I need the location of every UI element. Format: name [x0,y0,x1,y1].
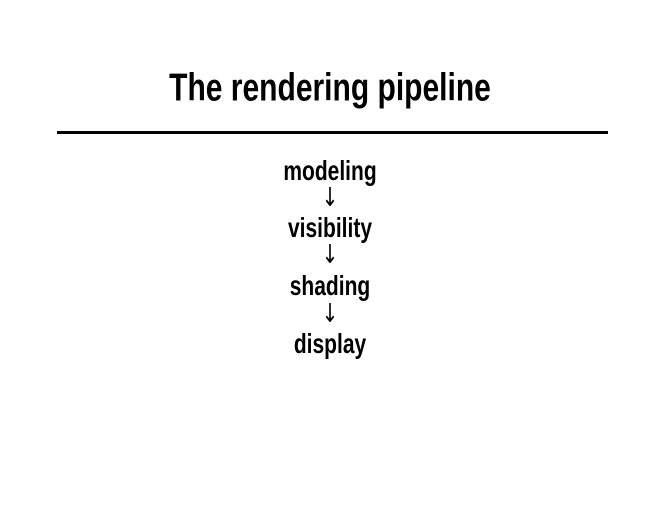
down-arrow-icon: ↓ [321,238,339,270]
pipeline-stage-modeling: modeling [283,156,377,187]
pipeline-stage-display: display [293,329,367,360]
title-divider [57,131,608,134]
slide-title: The rendering pipeline [169,66,491,110]
pipeline-stage-shading: shading [289,271,371,302]
pipeline-stage-visibility: visibility [287,213,373,244]
down-arrow-icon: ↓ [321,181,339,213]
down-arrow-icon: ↓ [321,297,339,329]
